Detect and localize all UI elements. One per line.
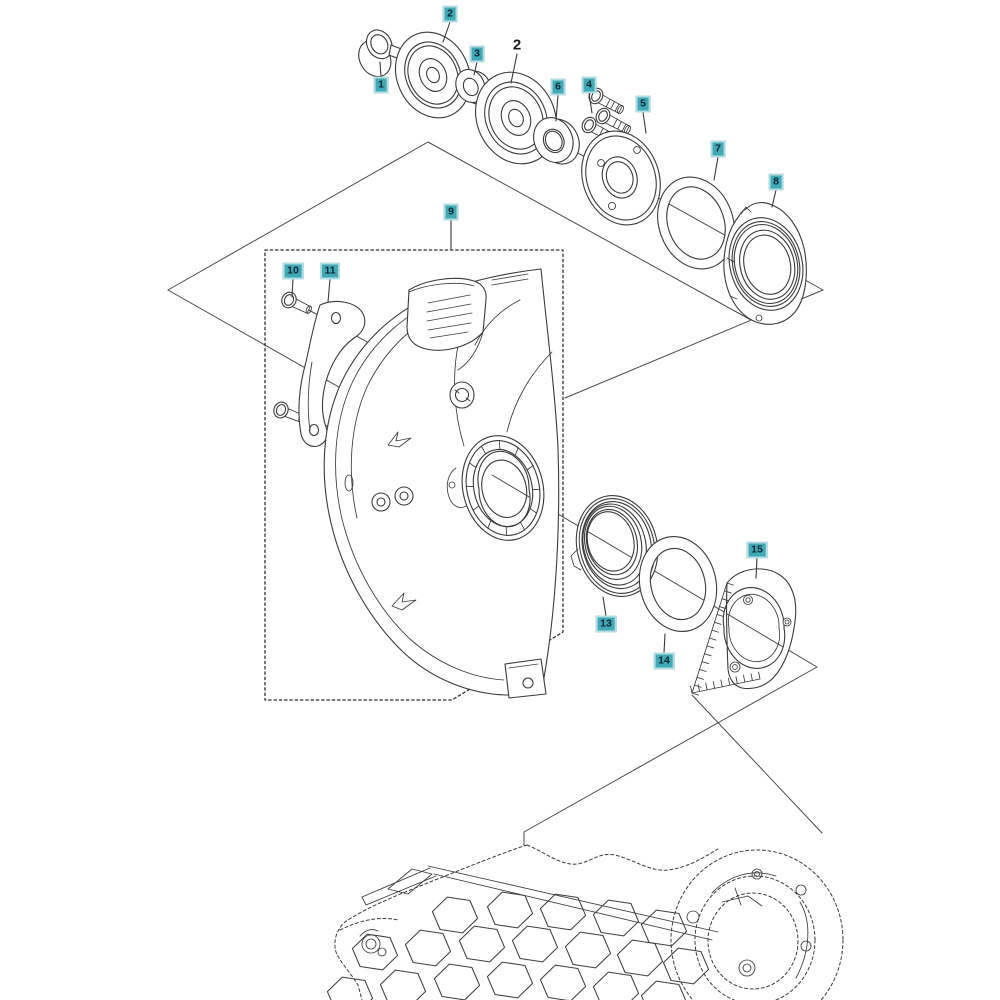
crankcase-honeycomb-ribs: [326, 891, 710, 1000]
part-13-spring-ring: [570, 495, 659, 597]
part-5-support-flange: [581, 130, 661, 226]
part-callout-11[interactable]: 11: [319, 262, 341, 280]
plane-edge-left: [167, 141, 429, 291]
guard-kit-bounding-box: [264, 249, 564, 701]
part-callout-5[interactable]: 5: [635, 95, 651, 113]
part-callout-14[interactable]: 14: [653, 652, 675, 670]
part-15-cover-plate: [690, 568, 797, 696]
plane-edge-right: [427, 141, 752, 321]
part-label-2-plain: 2: [512, 36, 522, 54]
mounting-plane-hatching: [690, 582, 761, 696]
part-callout-3[interactable]: 3: [469, 45, 485, 63]
crankcase-plate: [387, 868, 433, 895]
part-callout-1[interactable]: 1: [373, 76, 389, 94]
part-callout-2[interactable]: 2: [442, 5, 458, 23]
part-callout-15[interactable]: 15: [746, 541, 768, 559]
part-2-blade-washer-a: [395, 31, 471, 119]
crankcase-body: [326, 844, 844, 1000]
plane-edge-lower-left: [167, 289, 368, 404]
part-callout-9[interactable]: 9: [443, 203, 459, 221]
pointer-line-left: [523, 666, 818, 846]
part-callout-7[interactable]: 7: [710, 140, 726, 158]
pointer-line-right: [691, 694, 823, 834]
part-11-support-bracket: [298, 300, 366, 447]
part-9-blade-guard: [323, 268, 560, 699]
callout-leader-lines: [291, 21, 777, 654]
part-callout-8[interactable]: 8: [768, 173, 784, 191]
part-callout-6[interactable]: 6: [550, 78, 566, 96]
part-8-flange-cover: [723, 202, 807, 325]
part-callout-13[interactable]: 13: [595, 615, 617, 633]
part-callout-10[interactable]: 10: [282, 262, 304, 280]
part-6-cup-washer: [533, 117, 580, 165]
part-14-gasket-ring: [638, 535, 718, 633]
part-callout-4[interactable]: 4: [581, 76, 597, 94]
part-10-guard-bolts: [273, 291, 312, 423]
part-7-gasket-ring: [657, 176, 735, 270]
